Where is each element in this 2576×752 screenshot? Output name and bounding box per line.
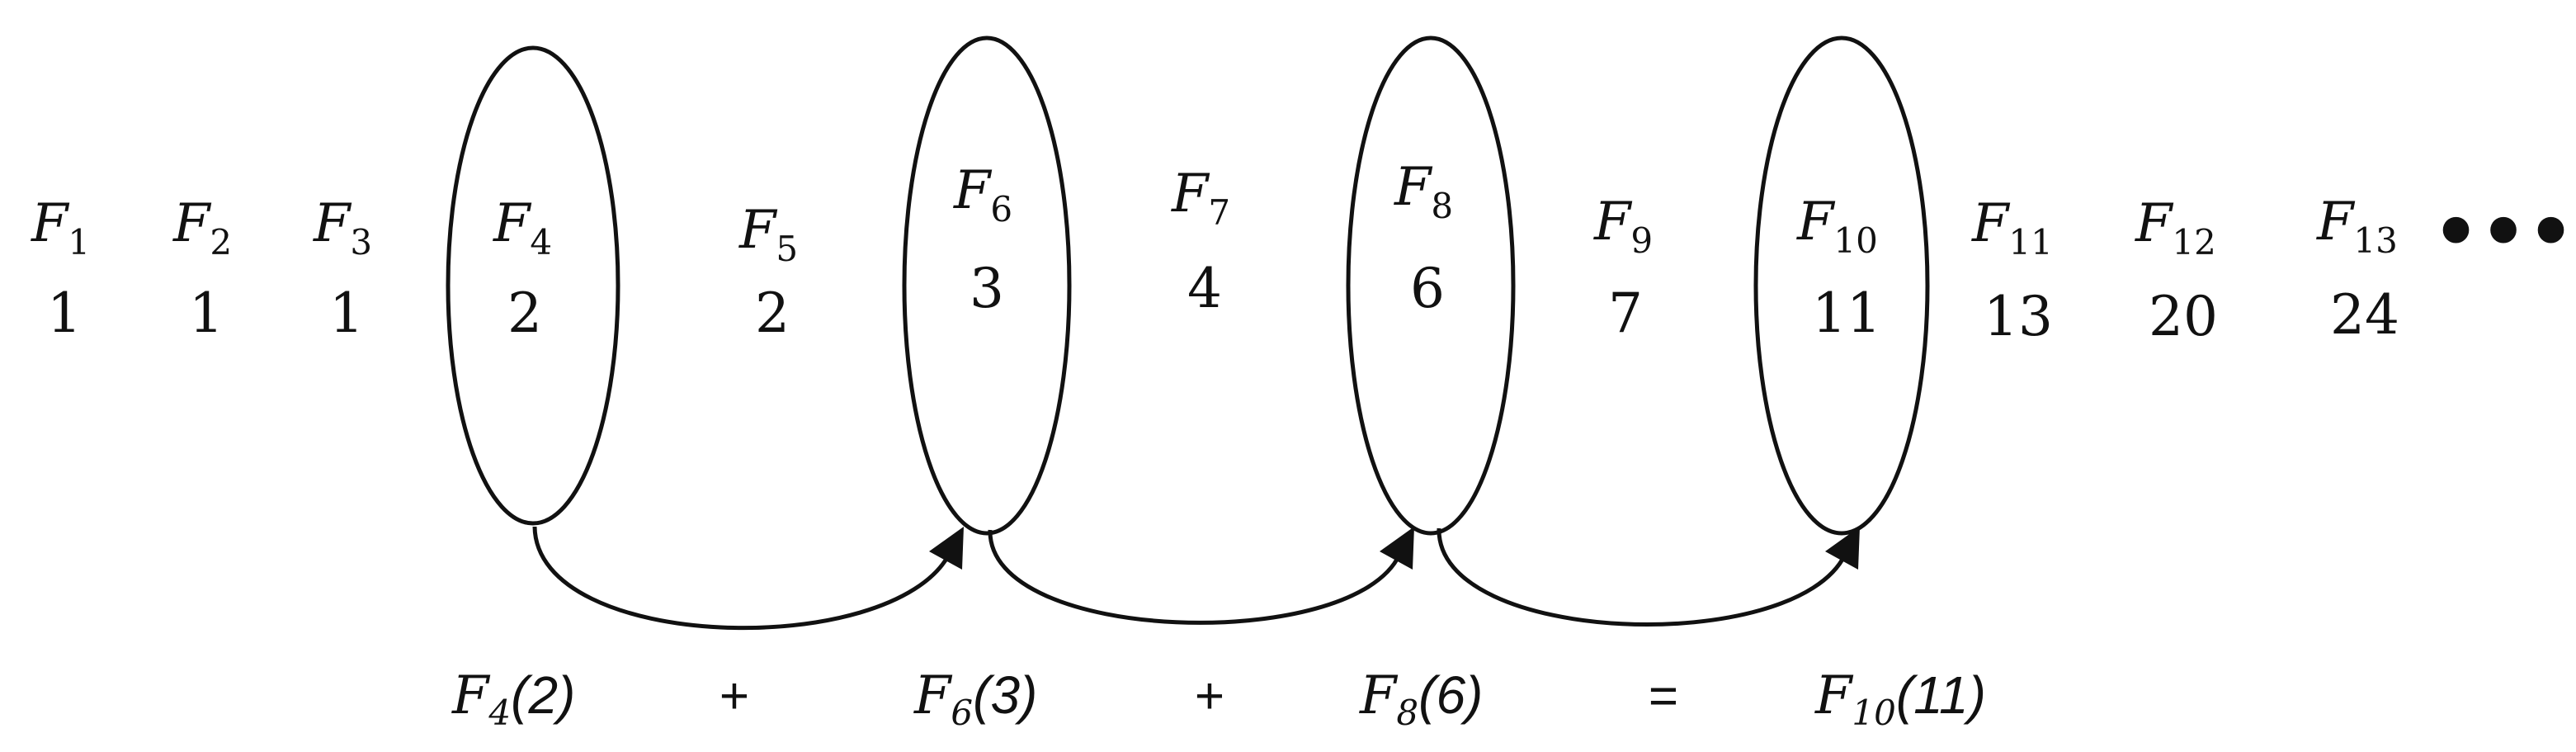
summation-arrows bbox=[532, 526, 1860, 631]
term-name-f6: F6 bbox=[953, 160, 1012, 229]
oval-f6 bbox=[902, 35, 1072, 536]
arrow-f4-to-f6 bbox=[532, 526, 951, 631]
oval-f10 bbox=[1753, 35, 1930, 536]
oval-f8 bbox=[1346, 35, 1516, 536]
term-value-f8: 6 bbox=[1410, 257, 1445, 320]
equation-row: F4(2) + F6(3) + F8(6) = F10(11) bbox=[451, 665, 1986, 733]
term-value-f2: 1 bbox=[189, 281, 224, 345]
term-value-f6: 3 bbox=[970, 257, 1004, 320]
arrowhead-f8 bbox=[1380, 527, 1414, 570]
term-value-f4: 2 bbox=[507, 281, 542, 345]
term-value-f7: 4 bbox=[1187, 257, 1222, 320]
equation-term-f10: F10(11) bbox=[1814, 665, 1986, 733]
term-value-f13: 24 bbox=[2330, 283, 2399, 347]
equation-operator-plus-1: + bbox=[719, 668, 749, 725]
equation-operator-equals: = bbox=[1649, 668, 1678, 725]
term-name-f10: F10 bbox=[1796, 192, 1878, 261]
term-name-f3: F3 bbox=[313, 193, 372, 262]
term-value-f1: 1 bbox=[47, 281, 82, 345]
term-name-f4: F4 bbox=[493, 193, 552, 262]
ellipsis: ••• bbox=[2432, 189, 2575, 276]
equation-term-f6: F6(3) bbox=[913, 665, 1037, 733]
term-value-f11: 13 bbox=[1984, 285, 2053, 348]
term-name-f11: F11 bbox=[1971, 193, 2053, 262]
arrow-f6-to-f8 bbox=[988, 529, 1402, 625]
term-name-f9: F9 bbox=[1593, 192, 1653, 261]
term-name-f8: F8 bbox=[1394, 157, 1453, 226]
oval-f4 bbox=[446, 45, 620, 526]
term-name-f1: F1 bbox=[31, 193, 90, 262]
equation-term-f8: F8(6) bbox=[1359, 665, 1483, 733]
term-value-f10: 11 bbox=[1812, 281, 1881, 345]
term-value-f12: 20 bbox=[2149, 285, 2218, 348]
term-name-f5: F5 bbox=[738, 200, 798, 269]
arrowhead-f10 bbox=[1825, 527, 1860, 570]
arrow-f8-to-f10 bbox=[1437, 527, 1847, 627]
term-name-f2: F2 bbox=[172, 193, 232, 262]
term-name-f13: F13 bbox=[2316, 192, 2398, 261]
equation-term-f4: F4(2) bbox=[451, 665, 575, 733]
arrowhead-f6 bbox=[929, 527, 964, 570]
term-value-f3: 1 bbox=[329, 281, 364, 345]
sequence-row: F1 1 F2 1 F3 1 F4 2 F5 2 F6 3 F7 4 F8 6 … bbox=[31, 157, 2574, 348]
term-name-f12: F12 bbox=[2135, 193, 2216, 262]
term-value-f9: 7 bbox=[1608, 281, 1643, 345]
highlight-ovals bbox=[446, 35, 1930, 536]
term-value-f5: 2 bbox=[755, 281, 790, 345]
term-name-f7: F7 bbox=[1171, 163, 1230, 233]
equation-operator-plus-2: + bbox=[1195, 668, 1224, 725]
